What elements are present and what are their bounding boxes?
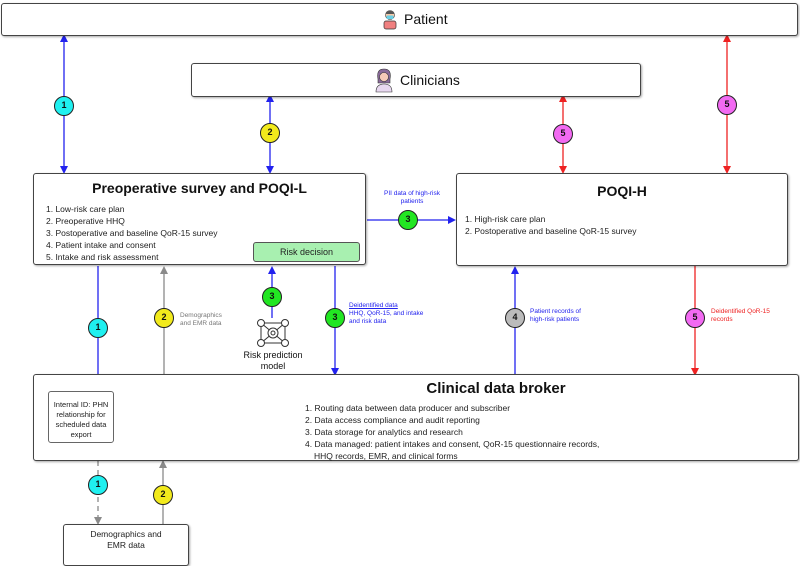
broker-list: 1. Routing data between data producer an… <box>305 402 599 462</box>
internal-id-label: Internal ID: PHN relationship for schedu… <box>53 400 109 439</box>
network-model-icon <box>257 319 289 347</box>
deidentified-title[interactable]: Deidentified data <box>349 302 398 309</box>
patient-banner: Patient <box>1 3 798 36</box>
broker-box: Clinical data broker 1. Routing data bet… <box>33 374 799 461</box>
step-badge-5: 5 <box>685 308 705 328</box>
clinician-icon <box>375 68 393 93</box>
demographics-flow-label: Demographics and EMR data <box>180 312 222 327</box>
step-badge-5: 5 <box>717 95 737 115</box>
demographics-box: Demographics and EMR data <box>63 524 189 566</box>
deid-qor-label: Deidentified QoR-15 records <box>711 308 770 323</box>
preop-list: 1. Low-risk care plan 2. Preoperative HH… <box>46 203 218 263</box>
poqih-title: POQI-H <box>597 183 647 199</box>
internal-id-box: Internal ID: PHN relationship for schedu… <box>48 391 114 443</box>
clinicians-box: Clinicians <box>191 63 641 97</box>
poqih-item: 2. Postoperative and baseline QoR-15 sur… <box>465 226 637 236</box>
broker-item: 3. Data storage for analytics and resear… <box>305 427 463 437</box>
broker-item: HHQ records, EMR, and clinical forms <box>314 451 458 461</box>
risk-decision-label: Risk decision <box>279 247 334 257</box>
broker-title: Clinical data broker <box>426 380 566 397</box>
risk-decision-box[interactable]: Risk decision <box>253 242 360 262</box>
poqih-box: POQI-H 1. High-risk care plan 2. Postope… <box>456 173 788 266</box>
broker-item: 2. Data access compliance and audit repo… <box>305 415 480 425</box>
step-badge-2: 2 <box>260 123 280 143</box>
poqih-item: 1. High-risk care plan <box>465 214 546 224</box>
step-badge-3: 3 <box>398 210 418 230</box>
step-badge-2: 2 <box>154 308 174 328</box>
patient-records-label: Patient records of high-risk patients <box>530 308 581 323</box>
step-badge-1: 1 <box>88 475 108 495</box>
preop-item: 4. Patient intake and consent <box>46 240 156 250</box>
deidentified-body: HHQ, QoR-15, and intake and risk data <box>349 310 424 325</box>
pii-label: PII data of high-risk patients <box>384 190 440 205</box>
clinicians-label: Clinicians <box>400 72 460 88</box>
patient-label: Patient <box>404 11 448 27</box>
step-badge-1: 1 <box>54 96 74 116</box>
preop-item: 1. Low-risk care plan <box>46 204 125 214</box>
preop-item: 2. Preoperative HHQ <box>46 216 125 226</box>
preop-title: Preoperative survey and POQI-L <box>92 180 307 196</box>
patient-icon <box>383 10 397 30</box>
step-badge-4: 4 <box>505 308 525 328</box>
preop-box: Preoperative survey and POQI-L 1. Low-ri… <box>33 173 366 265</box>
risk-model-label: Risk prediction model <box>243 350 303 371</box>
broker-item: 1. Routing data between data producer an… <box>305 403 511 413</box>
deidentified-label: Deidentified data HHQ, QoR-15, and intak… <box>349 302 424 326</box>
poqih-list: 1. High-risk care plan 2. Postoperative … <box>465 213 637 237</box>
step-badge-5: 5 <box>553 124 573 144</box>
demographics-label: Demographics and EMR data <box>90 529 162 550</box>
step-badge-3: 3 <box>262 287 282 307</box>
preop-item: 3. Postoperative and baseline QoR-15 sur… <box>46 228 218 238</box>
step-badge-3: 3 <box>325 308 345 328</box>
preop-item: 5. Intake and risk assessment <box>46 252 159 262</box>
broker-item: 4. Data managed: patient intakes and con… <box>305 439 600 449</box>
step-badge-2: 2 <box>153 485 173 505</box>
step-badge-1: 1 <box>88 318 108 338</box>
